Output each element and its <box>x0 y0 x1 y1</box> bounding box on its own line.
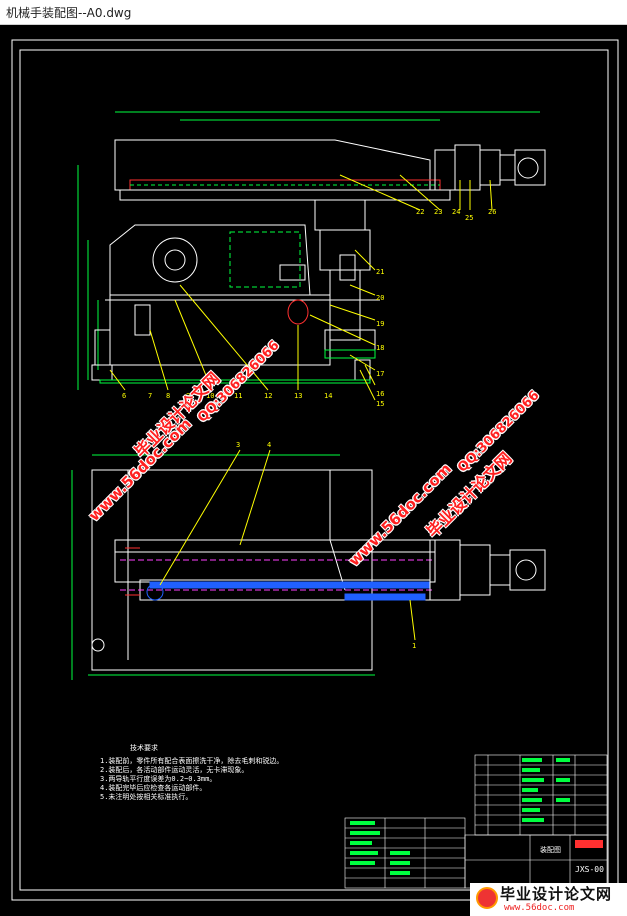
footer-url: www.56doc.com <box>504 903 575 913</box>
callout-13: 13 <box>294 392 302 400</box>
footer-brand: 毕业设计论文网 <box>500 885 613 903</box>
parts-list <box>344 754 608 889</box>
callout-15: 15 <box>376 400 384 408</box>
callout-3: 3 <box>236 441 240 449</box>
drawing-number: JXS-00 <box>575 865 604 874</box>
callout-6: 6 <box>122 392 126 400</box>
callout-19: 19 <box>376 320 384 328</box>
callout-8: 8 <box>166 392 170 400</box>
callout-4: 4 <box>267 441 271 449</box>
callout-16: 16 <box>376 390 384 398</box>
callout-1: 1 <box>412 642 416 650</box>
callout-11: 11 <box>234 392 242 400</box>
elevation-callouts: 22 23 24 25 26 21 20 19 18 17 16 15 6 7 … <box>122 208 496 408</box>
assembly-drawing: 22 23 24 25 26 21 20 19 18 17 16 15 6 7 … <box>11 39 619 901</box>
callout-21: 21 <box>376 268 384 276</box>
tech-note-1: 1.装配前，零件所有配合表面擦洗干净，除去毛刺和锐边。 <box>100 756 283 765</box>
drawing-name: 装配图 <box>540 845 561 854</box>
window-title-bar: 机械手装配图--A0.dwg <box>0 0 627 25</box>
site-footer-banner: 毕业设计论文网 www.56doc.com <box>470 883 627 916</box>
technical-requirements: 技术要求 1.装配前，零件所有配合表面擦洗干净，除去毛刺和锐边。 2.装配后，各… <box>100 743 283 801</box>
callout-9: 9 <box>186 392 190 400</box>
tech-note-4: 4.装配完毕后应检查各运动部件。 <box>100 783 206 792</box>
cad-drawing-canvas[interactable]: 22 23 24 25 26 21 20 19 18 17 16 15 6 7 … <box>0 25 627 916</box>
tech-note-3: 3.两导轨平行度误差为0.2~0.3mm。 <box>100 774 216 783</box>
callout-24: 24 <box>452 208 460 216</box>
window-title: 机械手装配图--A0.dwg <box>6 6 132 20</box>
callout-12: 12 <box>264 392 272 400</box>
callout-26: 26 <box>488 208 496 216</box>
callout-10: 10 <box>206 392 214 400</box>
plan-callouts: 3 4 1 <box>236 441 416 650</box>
callout-20: 20 <box>376 294 384 302</box>
callout-14: 14 <box>324 392 332 400</box>
tech-note-5: 5.未注明处按相关标准执行。 <box>100 792 192 801</box>
plan-view <box>71 449 546 680</box>
callout-7: 7 <box>148 392 152 400</box>
elevation-view <box>77 111 546 401</box>
callout-22: 22 <box>416 208 424 216</box>
callout-17: 17 <box>376 370 384 378</box>
callout-25: 25 <box>465 214 473 222</box>
callout-23: 23 <box>434 208 442 216</box>
tech-note-2: 2.装配后，各活动部件运动灵活，无卡滞现象。 <box>100 765 248 774</box>
title-block-text: 装配图 JXS-00 <box>540 845 604 874</box>
site-logo-icon <box>476 887 498 909</box>
tech-title: 技术要求 <box>130 743 158 752</box>
callout-18: 18 <box>376 344 384 352</box>
parts-list-fills <box>350 758 603 875</box>
